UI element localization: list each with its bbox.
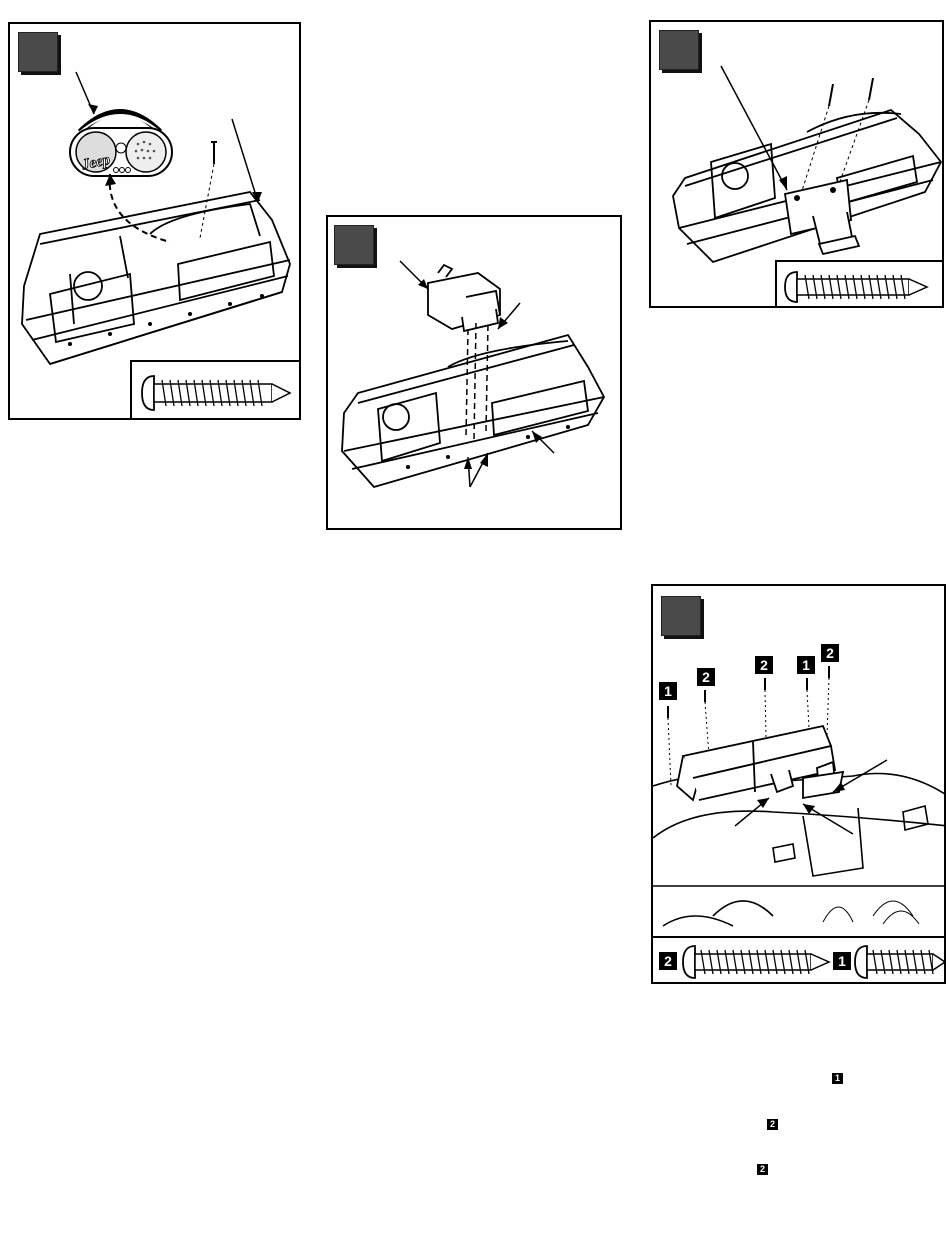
text-screw-badge: 2 xyxy=(757,1164,768,1175)
screw-icon xyxy=(777,262,944,308)
text-screw-badge: 2 xyxy=(767,1119,778,1130)
panel-radio-dash: Jeep xyxy=(8,22,301,420)
screw-legend-box xyxy=(775,260,944,308)
panel-switch-dash xyxy=(326,215,622,530)
switch-dash-illustration xyxy=(328,217,622,530)
screw-legend-bar: 2 1 xyxy=(653,936,946,984)
panel-install-dash: 1 2 2 1 2 xyxy=(651,584,946,984)
long-screw-icon xyxy=(681,938,851,984)
screw-legend-box xyxy=(130,360,301,420)
install-illustration xyxy=(653,586,946,938)
text-screw-badge: 1 xyxy=(832,1073,843,1084)
short-screw-icon xyxy=(853,938,946,984)
panel-bracket xyxy=(649,20,944,308)
long-screw-badge: 2 xyxy=(659,952,677,970)
screw-icon xyxy=(132,362,301,420)
short-screw-badge: 1 xyxy=(833,952,851,970)
